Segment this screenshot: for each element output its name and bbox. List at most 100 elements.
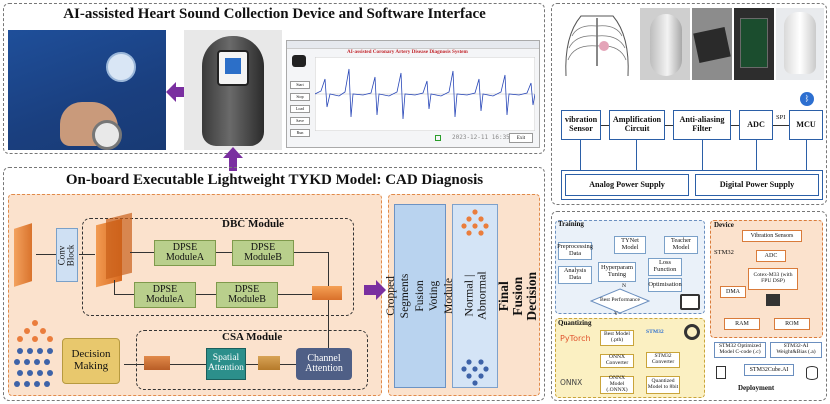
input-feature-map [14, 223, 32, 287]
deployment-panel [551, 211, 827, 401]
app-exit-button[interactable]: Exit [509, 133, 533, 143]
teacher-model: Teacher Model [664, 236, 698, 254]
pytorch-logo: PyTorch [560, 334, 591, 343]
app-timestamp: 2023-12-11 16:35:55 [452, 134, 521, 141]
cropped-segments-fusion: Cropped Segments Fusion Voting Module [385, 204, 455, 388]
dma-box: DMA [720, 286, 746, 298]
sensor-photo [640, 8, 690, 80]
arrow-amp-filter [665, 125, 673, 127]
arrow-sensor-amp [601, 125, 609, 127]
normal-abnormal-label: Normal | Abnormal [461, 271, 488, 321]
analog-power-supply: Analog Power Supply [565, 174, 689, 196]
app-device-thumb [292, 55, 306, 67]
y-label: Y [614, 311, 619, 317]
waveform-line [315, 68, 535, 120]
arrow-feature-to-dpse-a-top [130, 252, 154, 254]
arrow-feature-to-dpse-a-bottom [114, 294, 134, 296]
emblem-icon [106, 52, 136, 82]
waveform-plot [315, 57, 535, 131]
app-stop-button[interactable]: Stop [290, 93, 310, 101]
amplification-circuit: Amplification Circuit [609, 110, 665, 140]
onnx-converter: ONNX Converter [600, 354, 634, 368]
arrow-dpse-b-top-out [294, 252, 328, 254]
decision-making: Decision Making [62, 338, 120, 384]
database-icon [806, 366, 818, 380]
csa-module-box [136, 330, 368, 390]
arrow-down-to-merge [328, 252, 330, 286]
arrow-spatial-to-block [170, 364, 206, 366]
power-line-3 [702, 140, 704, 170]
top-people-icon [461, 209, 489, 236]
document-icon [716, 366, 726, 379]
gear-icon [684, 324, 700, 340]
dpse-module-b-top: DPSE ModuleB [232, 240, 294, 266]
pcb-photo-1 [692, 8, 732, 80]
enclosure-photo [776, 8, 824, 80]
device-software-title: AI-assisted Heart Sound Collection Devic… [63, 6, 486, 22]
mcu-box: MCU [789, 110, 823, 140]
hyperparam-tuning: Hyperparam Tuning [598, 262, 636, 282]
app-left-column: Start Stop Load Save Run [290, 53, 312, 145]
best-performance-diamond [590, 288, 650, 314]
chip-icon [766, 294, 780, 306]
dpse-module-a-bottom: DPSE ModuleA [134, 282, 196, 308]
tykd-model-panel [3, 167, 545, 401]
dbc-module-label: DBC Module [222, 218, 285, 230]
dpse-module-a-top: DPSE ModuleA [154, 240, 216, 266]
quantized-model: Quantized Model to 8bit [646, 376, 680, 394]
purple-arrow-up [223, 147, 243, 171]
channel-attention: Channel Attention [296, 348, 352, 380]
app-save-button[interactable]: Save [290, 117, 310, 125]
normal-abnormal-box: Normal | Abnormal [452, 204, 498, 388]
optimisation: Optimisation [648, 278, 682, 292]
training-label: Training [558, 220, 584, 228]
final-fusion-decision: Final Fusion Decision [496, 204, 539, 388]
analysis-data: Analysis Data [558, 266, 592, 284]
purple-arrow-right [364, 280, 386, 300]
merged-feature-block [312, 286, 342, 300]
rom-box: ROM [774, 318, 810, 330]
heart-marker [599, 41, 609, 51]
stm32cube-ai: STM32Cube.AI [744, 364, 794, 376]
power-line-4 [756, 140, 758, 170]
arrow-feature-down [114, 280, 116, 294]
dpse-module-b-bottom: DPSE ModuleB [216, 282, 278, 308]
arrow-to-decision [124, 364, 144, 366]
anti-aliasing-filter: Anti-aliasing Filter [673, 110, 731, 140]
pcb-photo-2 [734, 8, 774, 80]
digital-power-supply: Digital Power Supply [695, 174, 819, 196]
feature-map-3d-back [106, 212, 132, 280]
bluetooth-icon: ᛒ [800, 92, 814, 106]
power-line-1 [580, 140, 582, 170]
computer-icon [680, 294, 700, 310]
deployment-label: Deployment [738, 384, 775, 392]
software-interface: AI-assisted Coronary Artery Disease Diag… [286, 40, 540, 148]
final-fusion-label: Final Fusion Decision [495, 271, 540, 321]
arrow-dpse-a-to-b-bottom [196, 294, 216, 296]
bottom-people-icon [461, 359, 489, 386]
stm32-device-label: STM32 [714, 249, 734, 256]
adc-device: ADC [756, 250, 786, 262]
app-run-button[interactable]: Run [290, 129, 310, 137]
arrow-input-to-conv [36, 254, 56, 256]
csa-module-label: CSA Module [222, 331, 283, 343]
people-crowd-icon [14, 320, 53, 387]
power-supply-frame [561, 170, 823, 200]
app-load-button[interactable]: Load [290, 105, 310, 113]
hardware-panel [551, 3, 827, 205]
loss-function: Loss Function [648, 258, 682, 276]
stm32-c-code: STM32 Optimized Model C-code (.c) [714, 342, 766, 358]
stm32-converter: STM32 Converter [646, 352, 680, 368]
best-performance: Best Performance [600, 297, 640, 304]
power-line-2 [636, 140, 638, 170]
device-disc-icon [92, 120, 122, 150]
app-start-button[interactable]: Start [290, 81, 310, 89]
app-status-indicator [435, 135, 441, 141]
spatial-attention: Spatial Attention [206, 348, 246, 380]
best-model: Best Model (.pth) [600, 330, 634, 346]
device-software-panel [3, 3, 545, 154]
ram-box: RAM [724, 318, 760, 330]
arrow-filter-adc [731, 125, 739, 127]
stm32-logo: STM32 [646, 329, 664, 335]
adc-box: ADC [739, 110, 773, 140]
